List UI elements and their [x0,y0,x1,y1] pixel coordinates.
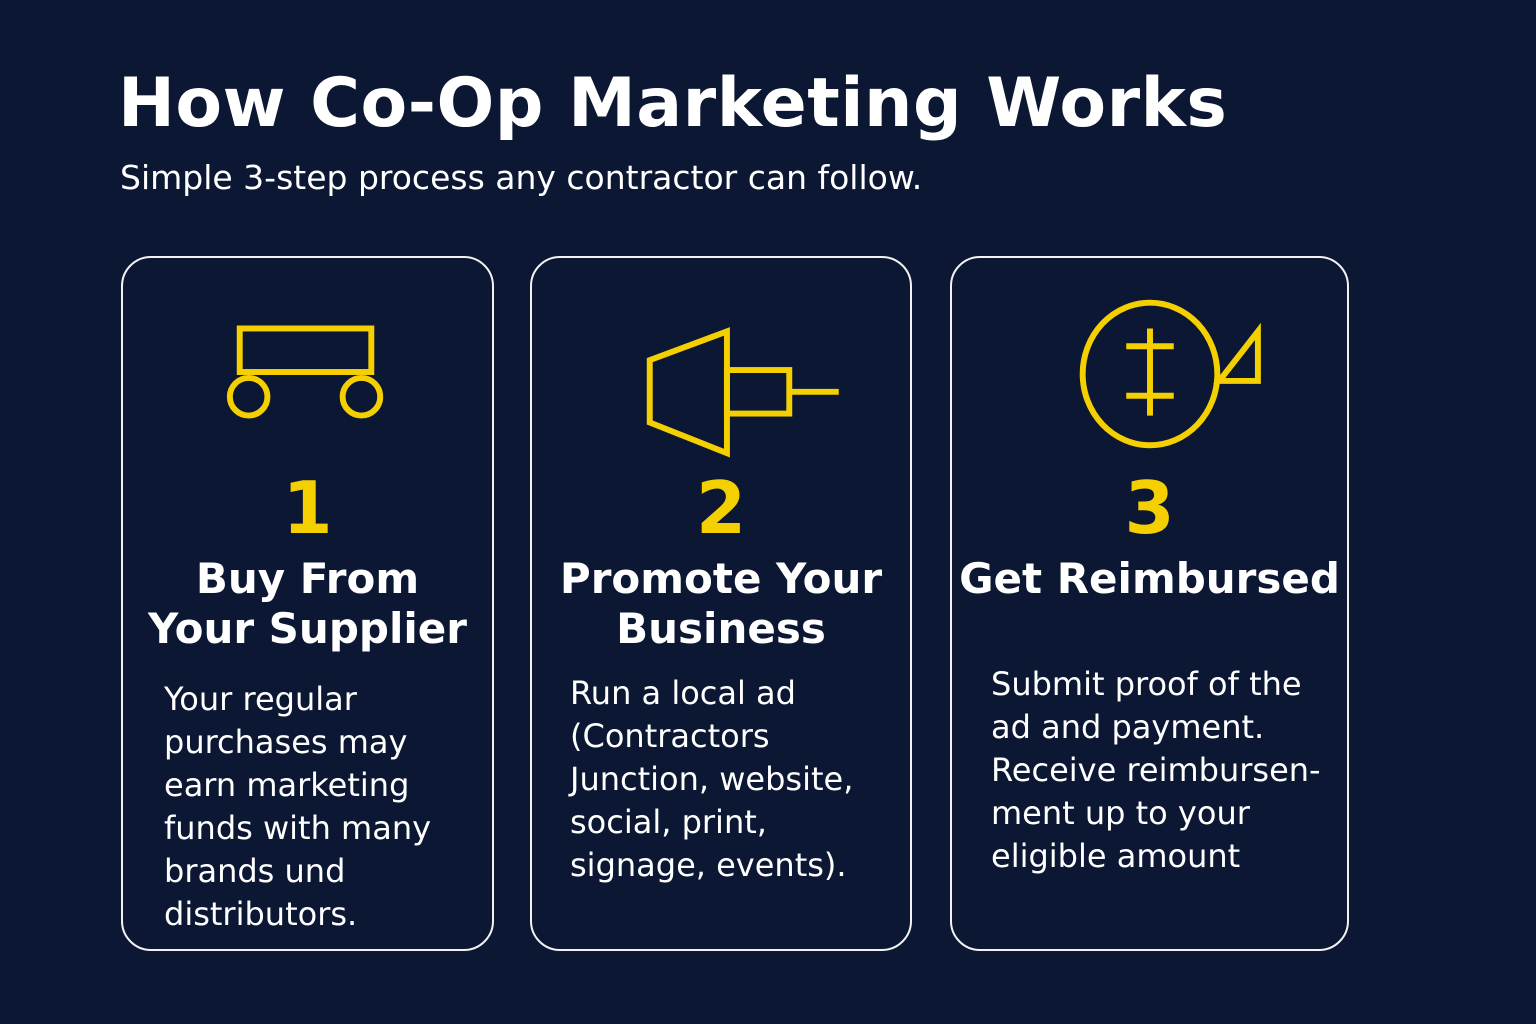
body-line: (Contractors [570,717,770,755]
cart-icon [226,325,384,419]
money-icon [1079,299,1261,449]
body-line: Your regular [164,680,357,718]
body-line: purchases may [164,723,408,761]
heading-line: Your Supplier [148,604,467,653]
step-card-3: 3 Get Reimbursed Submit proof of the ad … [950,256,1349,951]
step-heading: Promote Your Business [532,554,910,654]
page-subtitle: Simple 3-step process any contractor can… [120,158,923,197]
body-line: ad and payment. [991,708,1265,746]
step-number: 1 [282,466,333,550]
body-line: social, print, [570,803,767,841]
body-line: brands und [164,852,346,890]
step-card-1: 1 Buy From Your Supplier Your regular pu… [121,256,494,951]
body-line: Run a local ad [570,674,796,712]
step-number: 2 [695,466,747,550]
step-description: Submit proof of the ad and payment. Rece… [991,663,1321,878]
step-heading: Buy From Your Supplier [123,554,492,654]
body-line: funds with many [164,809,432,847]
step-card-2: 2 Promote Your Business Run a local ad (… [530,256,912,951]
body-line: ment up to your [991,794,1250,832]
heading-line: Promote Your [559,554,883,603]
body-line: eligible amount [991,837,1241,875]
body-line: Receive reimbursen- [991,751,1321,789]
body-line: distributors. [164,895,358,933]
step-heading: Get Reimbursed [952,554,1347,604]
megaphone-icon [646,327,839,458]
body-line: earn marketing [164,766,410,804]
body-line: Junction, website, [570,760,854,798]
page-title: How Co-Op Marketing Works [118,64,1228,143]
heading-line: Business [616,604,826,653]
step-description: Run a local ad (Contractors Junction, we… [570,672,853,887]
body-line: signage, events). [570,846,847,884]
step-number: 3 [1124,466,1175,550]
heading-line: Get Reimbursed [959,554,1340,603]
step-description: Your regular purchases may earn marketin… [164,678,431,936]
body-line: Submit proof of the [991,665,1302,703]
heading-line: Buy From [195,554,420,603]
